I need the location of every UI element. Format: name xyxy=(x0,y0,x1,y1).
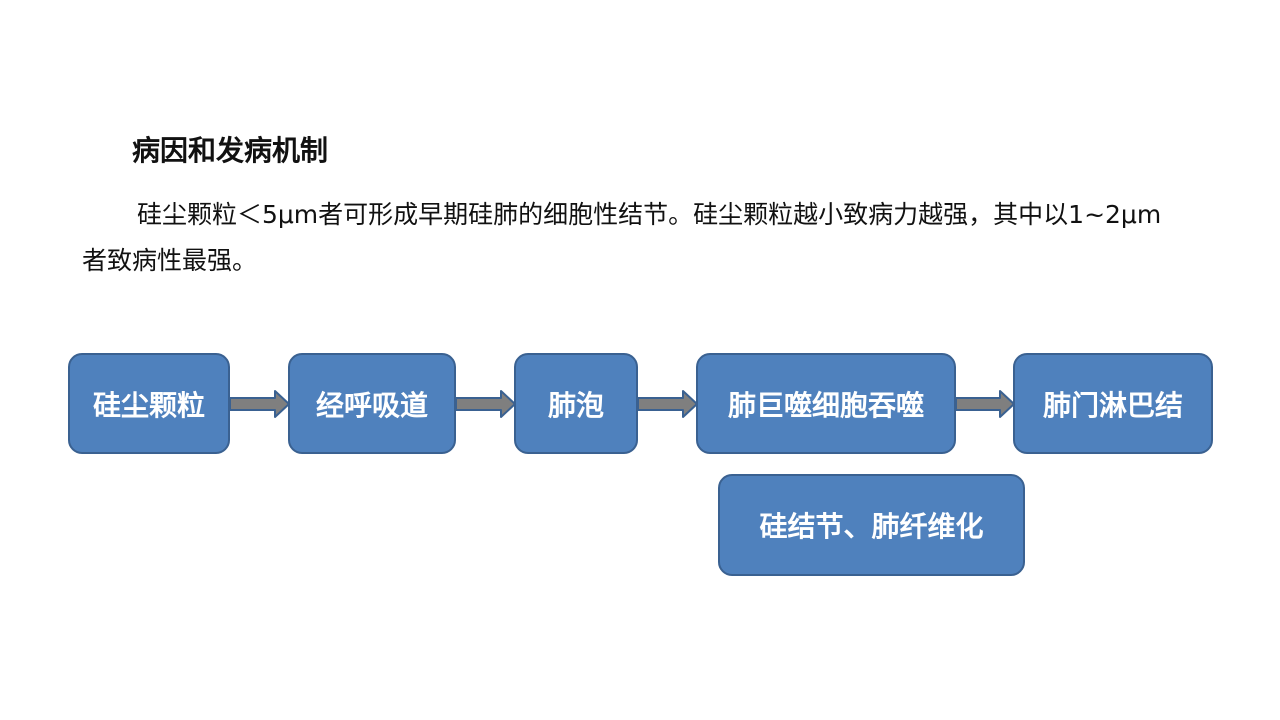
flow-node-respiratory-tract: 经呼吸道 xyxy=(288,353,456,454)
flow-node-macrophage-phagocytosis: 肺巨噬细胞吞噬 xyxy=(696,353,956,454)
flow-arrow-1 xyxy=(229,390,290,418)
section-heading: 病因和发病机制 xyxy=(132,134,329,167)
flow-arrow-2 xyxy=(455,390,516,418)
body-paragraph: 硅尘颗粒＜5μm者可形成早期硅肺的细胞性结节。硅尘颗粒越小致病力越强，其中以1~… xyxy=(82,200,1162,275)
flow-arrow-3 xyxy=(637,390,698,418)
flow-node-silicotic-nodule-fibrosis: 硅结节、肺纤维化 xyxy=(718,474,1025,576)
flow-node-alveoli: 肺泡 xyxy=(514,353,638,454)
flow-arrow-4 xyxy=(955,390,1015,418)
flow-node-silica-particles: 硅尘颗粒 xyxy=(68,353,230,454)
flow-node-hilar-lymph-node: 肺门淋巴结 xyxy=(1013,353,1213,454)
